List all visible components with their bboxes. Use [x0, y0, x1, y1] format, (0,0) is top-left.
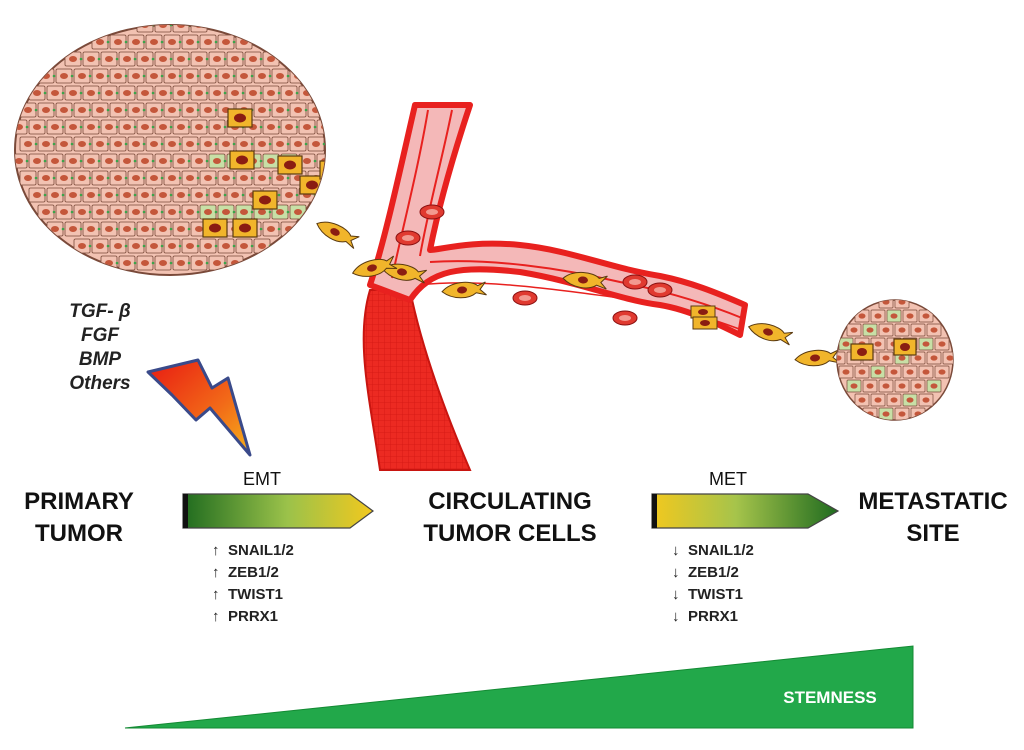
- gene-row: ↑ZEB1/2: [212, 562, 294, 584]
- up-arrow-icon: ↑: [212, 564, 220, 581]
- factor-item: FGF: [81, 325, 119, 346]
- gene-row: ↓PRRX1: [672, 606, 754, 628]
- factor-item: BMP: [78, 349, 122, 370]
- gene-row: ↓TWIST1: [672, 584, 754, 606]
- met-arrow: [651, 493, 840, 529]
- primary-tumor: [14, 24, 326, 276]
- down-arrow-icon: ↓: [672, 564, 680, 581]
- emt-label: EMT: [243, 469, 281, 489]
- stemness-wedge: [124, 645, 914, 729]
- gene-row: ↑SNAIL1/2: [212, 540, 294, 562]
- down-arrow-icon: ↓: [672, 542, 680, 559]
- stemness-label: STEMNESS: [783, 688, 877, 707]
- metastatic-cluster: [836, 299, 954, 421]
- gene-row: ↑TWIST1: [212, 584, 294, 606]
- met-gene-list: ↓SNAIL1/2 ↓ZEB1/2 ↓TWIST1 ↓PRRX1: [672, 540, 754, 628]
- up-arrow-icon: ↑: [212, 608, 220, 625]
- gene-row: ↓ZEB1/2: [672, 562, 754, 584]
- met-label: MET: [709, 469, 747, 489]
- down-arrow-icon: ↓: [672, 586, 680, 603]
- lightning-bolt-icon: [146, 358, 252, 457]
- growth-factor-list: TGF- β FGF BMP Others: [30, 300, 170, 396]
- gene-row: ↑PRRX1: [212, 606, 294, 628]
- migrating-cells: [316, 221, 840, 367]
- gene-row: ↓SNAIL1/2: [672, 540, 754, 562]
- emt-arrow: [182, 493, 375, 529]
- down-arrow-icon: ↓: [672, 608, 680, 625]
- up-arrow-icon: ↑: [212, 542, 220, 559]
- blood-vessel: [362, 102, 748, 471]
- factor-item: TGF- β: [69, 301, 131, 322]
- up-arrow-icon: ↑: [212, 586, 220, 603]
- emt-gene-list: ↑SNAIL1/2 ↑ZEB1/2 ↑TWIST1 ↑PRRX1: [212, 540, 294, 628]
- factor-item: Others: [69, 373, 131, 394]
